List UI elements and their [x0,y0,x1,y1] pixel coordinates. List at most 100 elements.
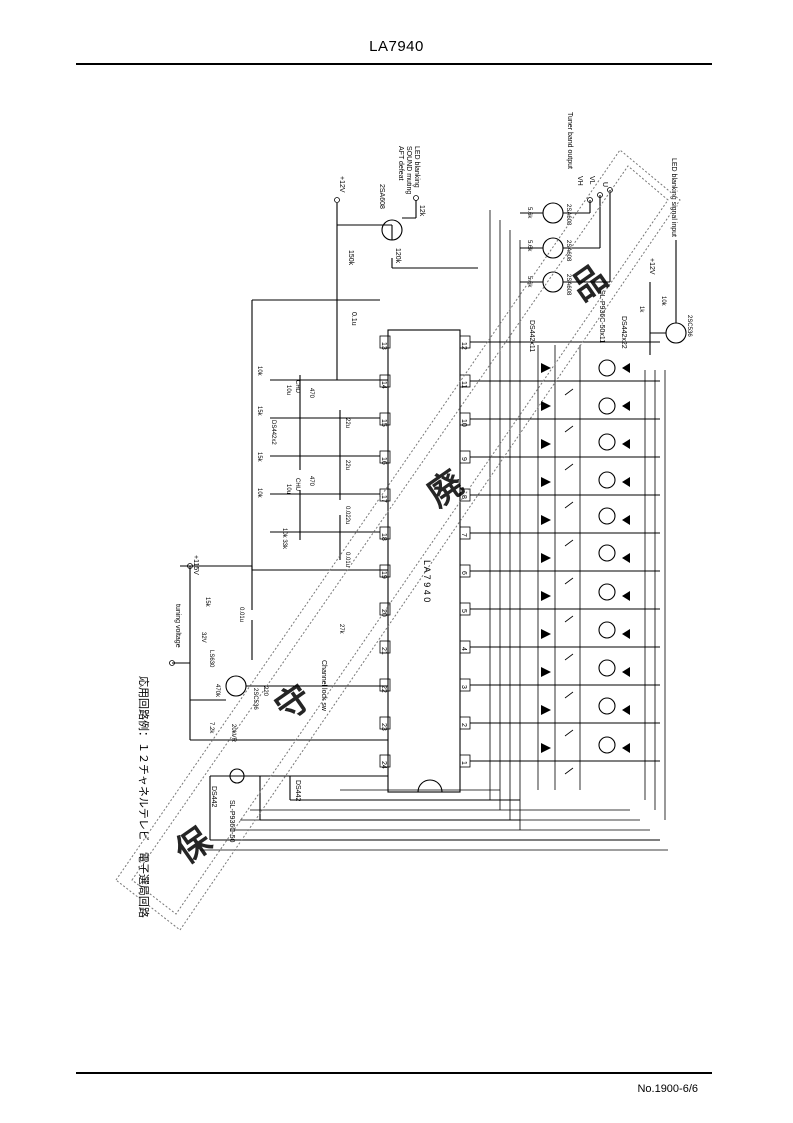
led-blanking-label: LED blanking [413,146,420,188]
channel-led [598,583,616,601]
aft-defeat-block: +12V 2SA608 150k 120k 12k AFT defeat SOU… [251,146,478,571]
header-rule [76,63,712,65]
pin-11: 11 [460,381,467,388]
bottom-bus-lines [200,789,668,851]
r-10k-b-label: 10k [256,366,262,377]
c-22u-b-label: 22u [344,460,350,470]
switch-levers [564,388,574,775]
pin-box [379,716,391,730]
output-terminal-vl [597,192,603,198]
aft-defeat-label: AFT defeat [397,146,404,181]
pin-23: 23 [380,723,387,731]
timing-wires [270,375,380,560]
pin-20: 20 [380,609,387,617]
blanking-wires [649,240,677,355]
sl-p936c-50x11-label: SL-P936C-50x11 [598,290,605,343]
ds442x11-label: DS442x11 [528,320,535,352]
pin-box [379,564,391,578]
pin-box [379,602,391,616]
diode-symbols-right [622,363,630,753]
pin-19: 19 [380,571,387,579]
tr-2sc536-right-label: 2SC536 [686,315,692,337]
ds442-label: DS442 [210,786,217,808]
led-array-labels: DS442x11 SL-P936C-50x11 DS442x22 [528,290,627,352]
tr-2sa608-aft-label: 2SA608 [378,184,385,209]
ic-outline [387,329,461,793]
c-10u-a-label: 10u [285,385,291,395]
tuner-band-output-label: Tuner band output [566,112,573,169]
pin-8: 8 [460,495,467,499]
channel-led [598,397,616,415]
plus115v-label: +115V [192,555,199,575]
footer-rule [76,1072,712,1074]
c-0-01u-b-label: 0.01u [238,607,244,622]
tr-2sc536-tuning-label: 2SC536 [252,688,258,710]
r-1k-right: 1k [638,306,644,313]
output-terminal-vh [587,197,593,203]
chu-label: CHU [294,478,300,491]
channel-led [598,507,616,525]
vr-20k-label: 20kVR [230,724,236,743]
c-470-b-label: 470 [308,476,314,487]
footer-page-number: No.1900-6/6 [637,1083,698,1095]
aft-wires [336,200,478,381]
pin-7: 7 [460,533,467,537]
tuning-voltage-block: +115V 15k 0.01u tuning voltage 32V LS630… [169,555,388,743]
ic-pins-top: 13 14 15 16 17 18 19 20 21 22 23 24 [379,335,391,769]
header-part-number: LA7940 [369,38,424,55]
plus12v-right-label: +12V [648,258,655,275]
r-150k-label: 150k [347,250,354,266]
watermark-char-3: 廃 [420,463,471,515]
pin-24: 24 [380,761,387,769]
c-220-label: 220 [262,686,268,697]
r-7-2k-label: 7.2k [208,722,214,734]
ic-la7940: L A 7 9 4 0 [387,329,461,793]
c-0-022u-label: 0.022u [344,506,350,524]
pin-22: 22 [380,685,387,693]
pin-box [379,488,391,502]
transistor-vl [542,237,564,259]
channel-led [598,359,616,377]
pin-14: 14 [380,381,387,389]
transistor-2sc536-right [665,322,687,344]
r-15k-b-label: 15k [256,452,262,463]
sl-p936c-50-label: SL-P936C-50 [228,800,235,843]
led-blanking-input-label: LED blanking signal input [670,158,677,237]
channel-led [598,697,616,715]
channel-leds [598,359,616,754]
pin-9: 9 [460,457,467,461]
r-5-6k-b: 5.6k [526,240,532,252]
pin-10: 10 [460,419,467,427]
c-10u-b-label: 10u [285,484,291,494]
r-5-6k-c: 5.6k [526,276,532,288]
tuner-band-output-block: Tuner band output VH VL U 5.6k 5.6k 5.6k… [520,112,613,296]
channel-row-wire [470,341,660,762]
channel-bus-lines [489,210,666,830]
ls630-label: LS630 [208,650,214,668]
circuit-caption: 応用回路例：１２チャネルテレビ 電子選局回路 [137,676,151,918]
v32-label: 32V [200,632,206,643]
pin-box [379,678,391,692]
r-5-6k-a: 5.6k [526,207,532,219]
sound-muting-label: SOUND muting [405,146,412,194]
pin24-led-block: DS442 SL-P936C-50 DS442 [209,768,660,843]
r-12k-label: 12k [418,205,425,217]
ic-label: L A 7 9 4 0 [422,560,432,602]
transistor-vh [542,202,564,224]
channel-led [598,544,616,562]
band-u-label: U [601,182,608,187]
tr-2sa608-c: 2SA608 [565,274,571,296]
channel-rows [470,210,666,830]
pin-17: 17 [380,495,387,503]
led-blanking-block: LED blanking signal input +12V 10k 1k 2S… [638,158,692,355]
plus12v-terminal [334,197,340,203]
tr-2sa608-b: 2SA608 [565,240,571,262]
ic-pins-bottom: 12 11 10 9 8 7 6 5 4 3 2 1 [459,335,471,768]
watermark-char-4: 品 [565,258,615,309]
pin-box [379,374,391,388]
r-15k-a-label: 15k [256,406,262,417]
channel-led [598,433,616,451]
top-left-wires [251,299,388,571]
r-120k-label: 120k [394,248,401,264]
c-470-a-label: 470 [308,388,314,399]
